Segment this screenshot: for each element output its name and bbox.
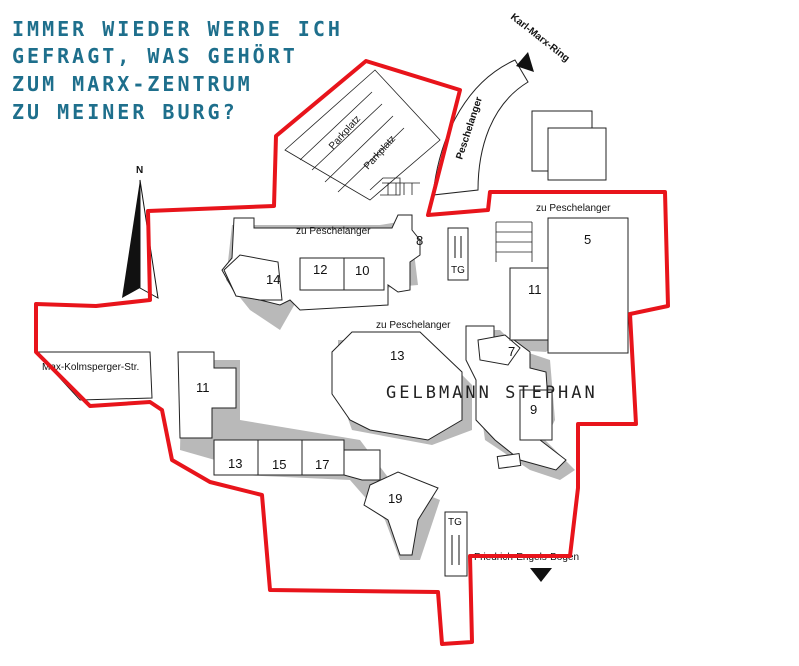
karl-marx-ring: Karl-Marx-Ring xyxy=(508,12,571,72)
building-number-15: 15 xyxy=(272,457,286,472)
building-number-7: 7 xyxy=(508,344,515,359)
heading-line-4: ZU MEINER BURG? xyxy=(12,100,238,124)
arrow-up-icon xyxy=(516,52,534,72)
building-number-19: 19 xyxy=(388,491,402,506)
building-number-8: 8 xyxy=(416,233,423,248)
zu-peschelanger-label-3: zu Peschelanger xyxy=(376,320,451,331)
max-kolmsperger-street: Max-Kolmsperger-Str. xyxy=(35,351,153,401)
building-number-11-left: 11 xyxy=(196,380,210,395)
building-number-14: 14 xyxy=(266,272,280,287)
building-number-5: 5 xyxy=(584,232,591,247)
zu-peschelanger-label-1: zu Peschelanger xyxy=(296,226,371,237)
karl-marx-ring-label: Karl-Marx-Ring xyxy=(508,12,571,65)
zu-peschelanger-label-2: zu Peschelanger xyxy=(536,203,611,214)
buildings xyxy=(177,214,629,556)
area-boundary xyxy=(34,59,670,646)
max-kolmsperger-label: Max-Kolmsperger-Str. xyxy=(42,362,139,373)
parking-label-1: Parkplatz xyxy=(327,114,363,152)
building-number-9: 9 xyxy=(530,402,537,417)
arrow-down-icon xyxy=(530,568,552,582)
parking-label-2: Parkplatz xyxy=(362,134,398,172)
north-label: N xyxy=(136,165,143,176)
building-number-10: 10 xyxy=(355,263,369,278)
garage-label-bottom: TG xyxy=(448,517,462,528)
author-name: GELBMANN STEPHAN xyxy=(386,383,598,403)
heading-line-3: ZUM MARX-ZENTRUM xyxy=(12,72,253,96)
north-arrow-icon: N xyxy=(122,165,159,299)
outside-buildings xyxy=(531,110,607,181)
heading-line-1: IMMER WIEDER WERDE ICH xyxy=(12,17,343,41)
peschelanger-road: Peschelanger xyxy=(432,59,529,196)
building-number-13-row: 13 xyxy=(228,456,242,471)
building-numbers: 5 7 8 9 10 11 11 12 13 13 14 15 17 19 xyxy=(196,232,591,506)
garage-label-top: TG xyxy=(451,265,465,276)
heading: IMMER WIEDER WERDE ICH GEFRAGT, WAS GEHÖ… xyxy=(12,17,343,124)
building-number-11-right: 11 xyxy=(528,282,542,297)
garage-entrances: TG TG xyxy=(444,227,469,577)
building-number-12: 12 xyxy=(313,262,327,277)
building-number-13-center: 13 xyxy=(390,348,404,363)
building-number-17: 17 xyxy=(315,457,329,472)
heading-line-2: GEFRAGT, WAS GEHÖRT xyxy=(12,44,298,68)
parking-area: Parkplatz Parkplatz xyxy=(284,69,441,201)
